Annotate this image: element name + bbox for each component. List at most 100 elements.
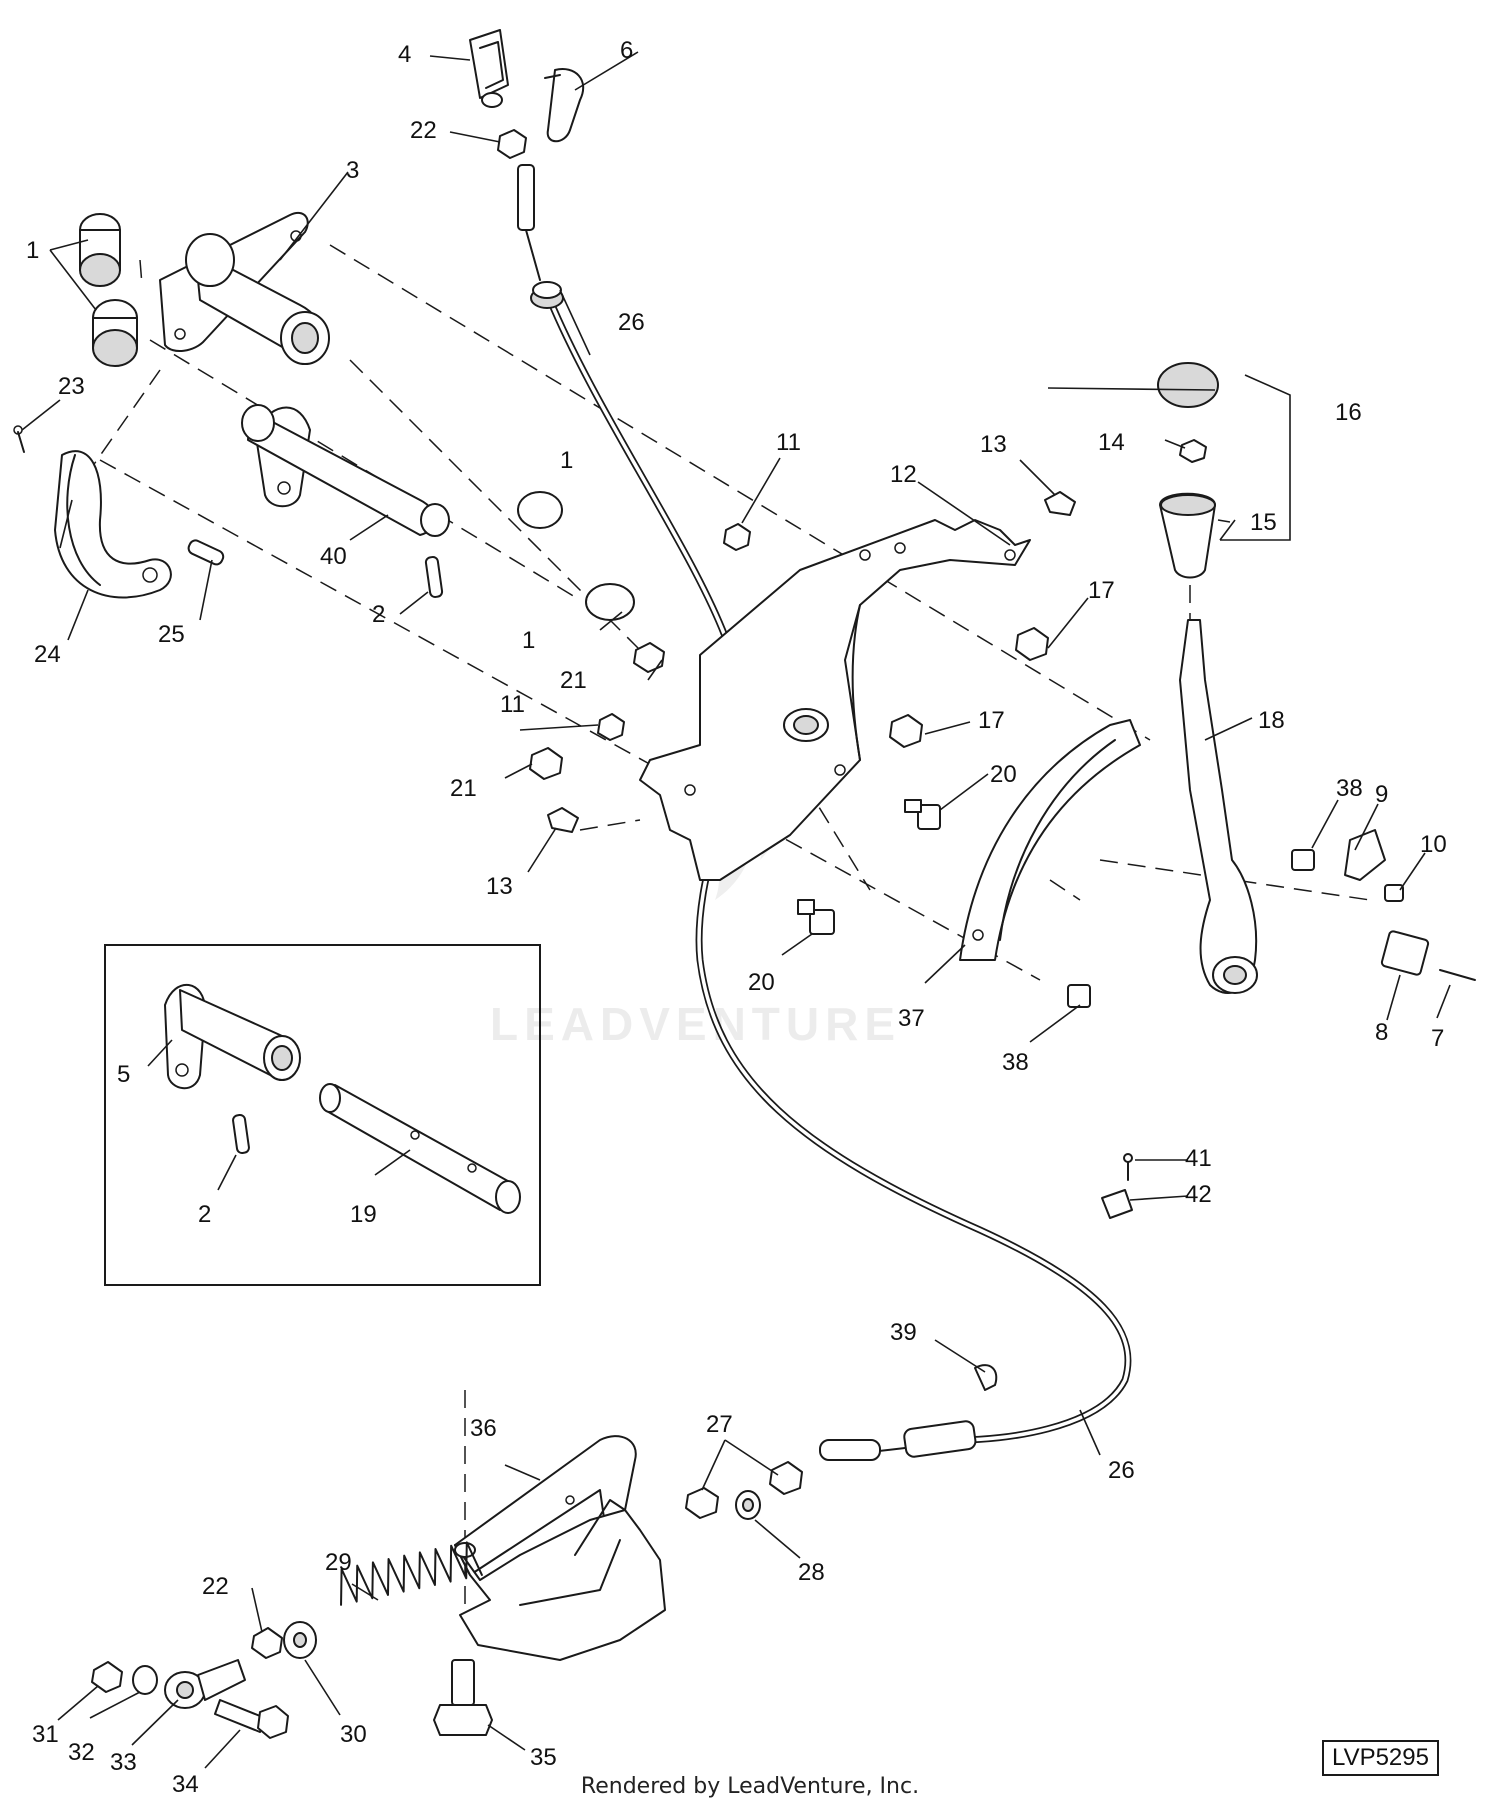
shift-guide-37 [959, 719, 1141, 961]
callout-28: 28 [798, 1559, 825, 1586]
boot-15 [1159, 492, 1216, 579]
rod-end-33 [164, 1659, 246, 1709]
callout-26-upper: 26 [618, 309, 645, 336]
nut-31 [91, 1661, 123, 1693]
callout-42: 42 [1185, 1181, 1212, 1208]
callout-21-lower: 21 [450, 775, 477, 802]
callout-38-upper: 38 [1336, 775, 1363, 802]
callout-9: 9 [1375, 781, 1388, 808]
screw-7 [1439, 969, 1476, 981]
callout-22-upper: 22 [410, 117, 437, 144]
screw-38-upper [1291, 849, 1315, 871]
screw-10 [1384, 884, 1404, 902]
callout-24: 24 [34, 641, 61, 668]
callout-37: 37 [898, 1005, 925, 1032]
bracket-3 [159, 212, 330, 365]
shaft-19 [319, 1083, 521, 1214]
leader-lines [21, 51, 1451, 1769]
callout-21-upper: 21 [560, 667, 587, 694]
callout-25: 25 [158, 621, 185, 648]
callout-12: 12 [890, 461, 917, 488]
callout-1-b: 1 [560, 447, 573, 474]
bolt-35 [433, 1659, 493, 1736]
callout-34: 34 [172, 1771, 199, 1798]
clevis-4 [469, 29, 509, 108]
bushings-1 [79, 213, 635, 621]
callout-33: 33 [110, 1749, 137, 1776]
callout-1-a: 1 [26, 237, 39, 264]
shift-lever-18 [1179, 619, 1258, 994]
callout-1-c: 1 [522, 627, 535, 654]
callout-35: 35 [530, 1744, 557, 1771]
switch-8 [1380, 930, 1430, 976]
callout-16: 16 [1335, 399, 1362, 426]
roll-pin-2-inset [232, 1113, 250, 1155]
callout-32: 32 [68, 1739, 95, 1766]
spring-29 [340, 1541, 483, 1606]
clip-13-lower [547, 807, 579, 833]
callout-40: 40 [320, 543, 347, 570]
callout-41: 41 [1185, 1145, 1212, 1172]
pivot-tube-5 [164, 984, 301, 1090]
callout-8: 8 [1375, 1019, 1388, 1046]
knob-16 [1157, 362, 1219, 408]
callout-26-lower: 26 [1108, 1457, 1135, 1484]
callout-labels: 1 1 1 2 2 3 4 5 6 7 8 9 10 11 11 12 13 1… [26, 37, 1447, 1798]
callout-36: 36 [470, 1415, 497, 1442]
callout-19: 19 [350, 1201, 377, 1228]
screw-41 [1123, 1153, 1133, 1181]
lever-24 [54, 450, 172, 599]
bolt-20-lower [797, 899, 835, 935]
callout-17-upper: 17 [1088, 577, 1115, 604]
pedal-bracket-36 [454, 1435, 666, 1661]
callout-11-upper: 11 [776, 429, 801, 456]
clip-13-upper [1044, 491, 1076, 516]
nut-11-upper [723, 523, 751, 551]
bolt-34 [214, 1699, 289, 1739]
callout-20-lower: 20 [748, 969, 775, 996]
callout-13-upper: 13 [980, 431, 1007, 458]
nut-22-upper [497, 129, 527, 159]
nut-14 [1179, 439, 1207, 463]
callout-7: 7 [1431, 1025, 1444, 1052]
nut-17-lower [889, 714, 923, 748]
callout-10: 10 [1420, 831, 1447, 858]
callout-18: 18 [1258, 707, 1285, 734]
callout-30: 30 [340, 1721, 367, 1748]
callout-4: 4 [398, 41, 411, 68]
bolt-20-upper [904, 799, 941, 830]
roll-pin-2 [424, 556, 444, 598]
callout-17-lower: 17 [978, 707, 1005, 734]
callout-5: 5 [117, 1061, 130, 1088]
clip-6 [544, 68, 585, 143]
callout-39: 39 [890, 1319, 917, 1346]
nut-27-b [769, 1461, 803, 1495]
nut-21-lower [529, 747, 563, 780]
footer-credit: Rendered by LeadVenture, Inc. [580, 1774, 920, 1799]
bracket-9 [1344, 829, 1386, 881]
callout-2: 2 [372, 601, 385, 628]
nut-11-lower [597, 713, 625, 741]
inset-box [104, 944, 541, 1286]
screw-38-lower [1067, 984, 1091, 1008]
callout-20-upper: 20 [990, 761, 1017, 788]
callout-3: 3 [346, 157, 359, 184]
callout-6: 6 [620, 37, 633, 64]
washer-28 [735, 1490, 761, 1520]
clamp-42 [1101, 1189, 1133, 1219]
nut-17-upper [1015, 627, 1049, 661]
callout-14: 14 [1098, 429, 1125, 456]
washer-32 [132, 1665, 158, 1695]
pin-25 [187, 539, 225, 566]
washer-30 [283, 1621, 317, 1659]
mount-plate-12 [639, 519, 1031, 881]
shaft-40 [241, 404, 450, 537]
callout-27: 27 [706, 1411, 733, 1438]
callout-13-lower: 13 [486, 873, 513, 900]
callout-22-lower: 22 [202, 1573, 229, 1600]
nut-22-lower [251, 1627, 283, 1659]
watermark-text: LEADVENTURE [490, 998, 901, 1050]
callout-2-inset: 2 [198, 1201, 211, 1228]
callout-31: 31 [32, 1721, 59, 1748]
